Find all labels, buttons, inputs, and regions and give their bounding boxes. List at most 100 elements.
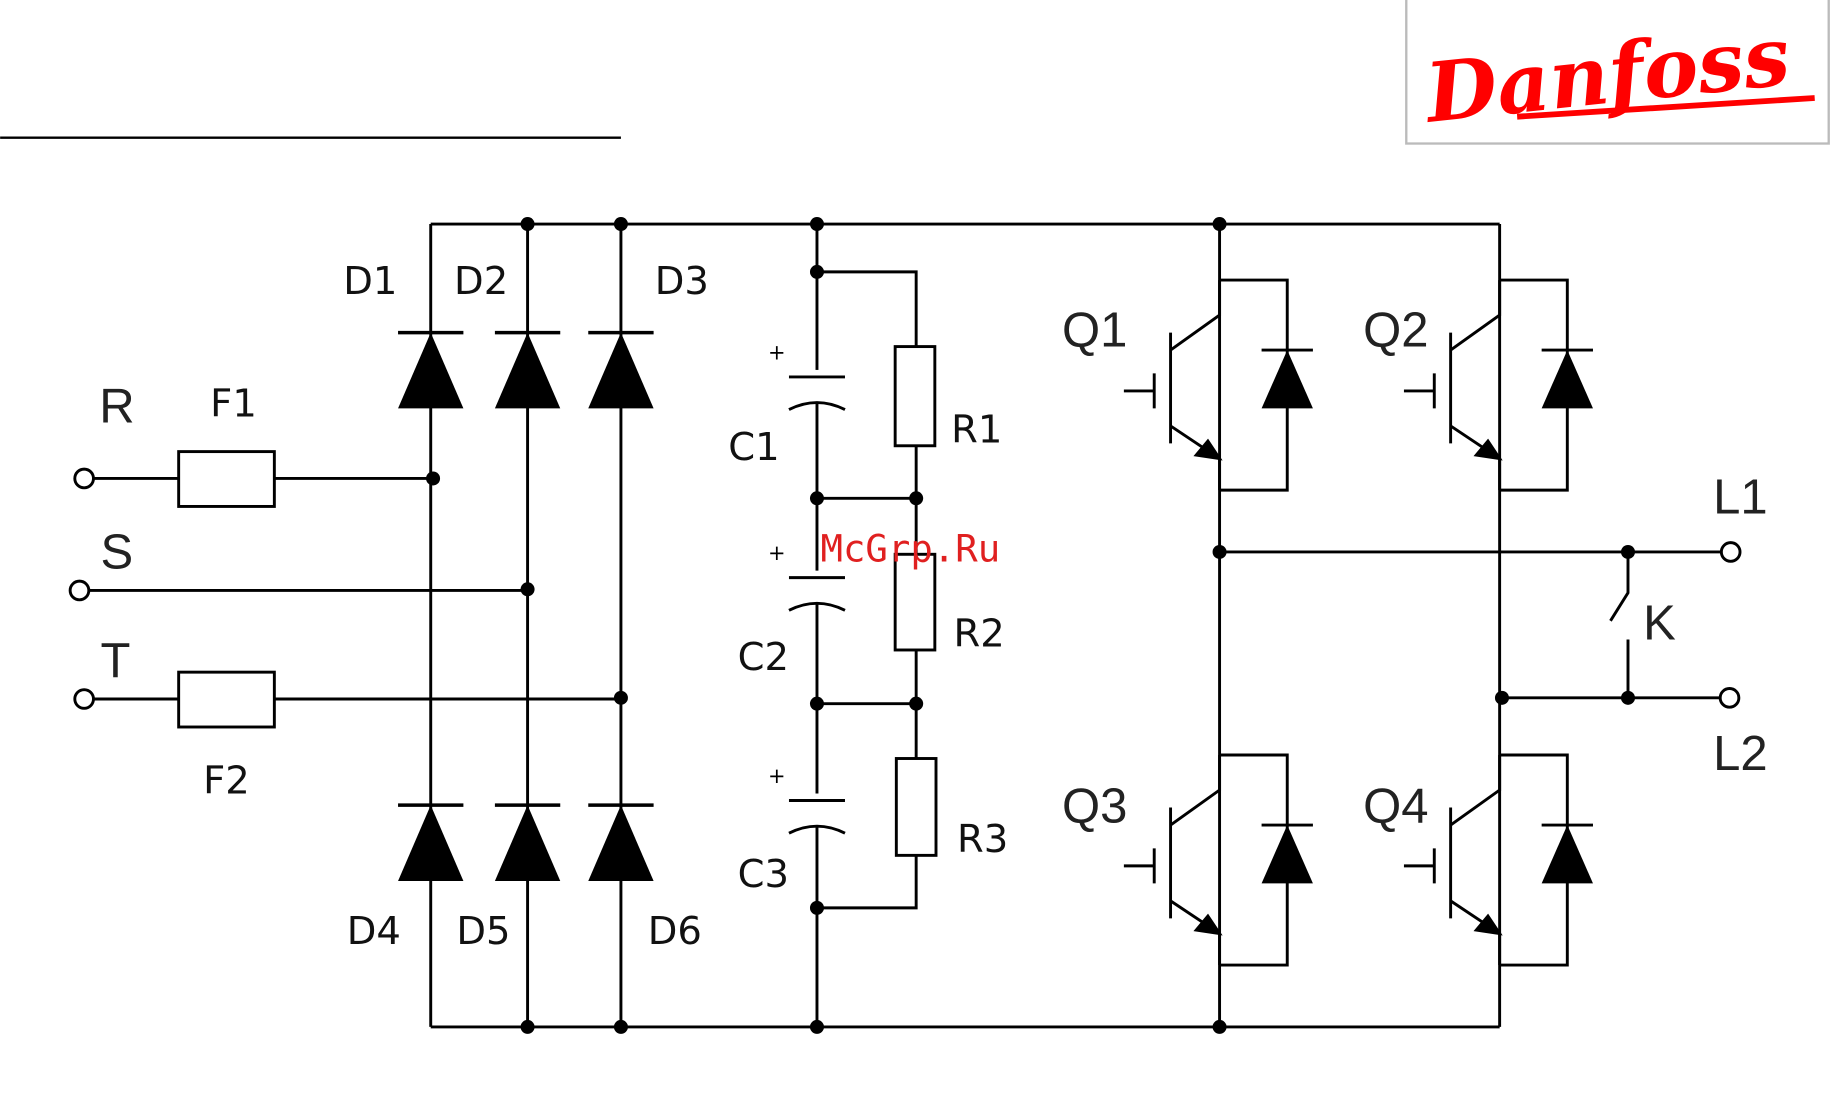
input-t-label: T [100,634,130,688]
transistor-q1-collector [1169,280,1222,352]
input-s-label: S [100,525,133,579]
junction-dot [909,491,924,506]
capacitor-c1-gap [781,369,852,403]
junction-dot [520,582,535,597]
diode-d6 [588,803,654,882]
switch-k-label: K [1643,596,1676,650]
diode-d5 [494,803,561,882]
junction-dot [426,471,441,486]
transistor-q1-label: Q1 [1062,304,1127,358]
diode-d2 [494,330,561,409]
junction-dot [809,264,824,279]
diode-d3-label: D3 [655,259,709,304]
transistor-q1-gate [1123,373,1156,409]
transistor-q4-diode [1541,823,1593,884]
junction-dot [809,491,824,506]
transistor-q2-diode [1541,348,1593,409]
junction-dot [613,690,628,705]
transistor-q2-collector [1449,280,1502,352]
transistor-q1-diode [1261,348,1313,409]
capacitor-c3-curved-plate [788,824,846,835]
transistor-q3-diode [1261,823,1313,884]
output-l2-terminal [1718,687,1741,709]
transistor-q1-emitter-arrow-icon [1193,438,1223,461]
output-l1-terminal [1719,541,1742,563]
transistor-q1-diode-triangle [1261,350,1313,409]
transistor-q3-gate [1123,848,1156,884]
diode-d6-triangle [588,805,654,882]
fuse-f2 [177,670,276,729]
output-l1-label: L1 [1713,470,1768,524]
resistor-r1 [893,345,937,448]
input-s-terminal [68,579,91,602]
junction-dot [520,1019,535,1034]
capacitor-c2-plus-icon: + [768,541,786,565]
transistor-q4-collector [1449,755,1502,827]
fuse-f2-label: F2 [203,759,250,804]
junction-dot [1494,690,1509,705]
transistor-q3-emitter-arrow-icon [1193,913,1223,936]
diode-d1-triangle [398,332,464,409]
capacitor-c1-plus-icon: + [768,340,786,364]
junction-dot [809,1019,824,1034]
junction-dot [613,217,628,232]
junction-dot [809,696,824,711]
transistor-q1 [1123,278,1313,492]
junction-dot [1620,690,1635,705]
capacitor-c3-label: C3 [738,852,789,897]
input-r-label: R [99,379,134,433]
diode-d6-label: D6 [648,909,702,954]
junction-dot [1212,1019,1227,1034]
junction-dot [1212,217,1227,232]
capacitor-c3: + [768,764,852,835]
watermark: McGrp.Ru [820,526,1000,570]
diode-d5-triangle [494,805,561,882]
switch-k [1609,551,1630,698]
junction-dot [809,217,824,232]
capacitor-c3-gap [781,793,852,827]
transistor-q4-gate [1403,848,1436,884]
diode-d2-label: D2 [454,259,508,304]
diode-d1-label: D1 [343,259,397,304]
diode-d1 [398,330,464,409]
transistor-q3-collector [1169,755,1222,827]
diode-d4-label: D4 [347,909,401,954]
capacitor-c1-label: C1 [728,425,779,470]
transistor-q2-diode-triangle [1541,350,1593,409]
diode-d5-label: D5 [456,909,510,954]
junction-dot [909,696,924,711]
junction-dot [809,900,824,915]
capacitor-c2-curved-plate [788,601,846,612]
transistor-q4 [1403,753,1593,967]
resistor-r3 [894,757,938,857]
junction-dot [613,1019,628,1034]
transistor-q2-emitter-arrow-icon [1473,438,1503,461]
resistor-r2-label: R2 [954,611,1005,656]
transistor-q3 [1123,753,1313,967]
input-r-terminal [73,467,95,490]
transistor-q2 [1403,278,1593,492]
junction-dot [1620,544,1635,559]
transistor-q4-label: Q4 [1363,780,1428,834]
diode-d2-triangle [494,332,561,409]
input-t-terminal [73,688,95,710]
capacitor-c2-label: C2 [738,635,789,680]
transistor-q3-label: Q3 [1062,780,1127,834]
transistor-q4-emitter-arrow-icon [1473,913,1503,936]
diode-d4-triangle [398,805,464,882]
capacitor-c1: + [768,340,852,411]
resistor-r1-label: R1 [951,407,1002,452]
junction-dot [1212,544,1227,559]
transistor-q2-gate [1403,373,1436,409]
danfoss-logo: Danfoss [1405,0,1830,145]
resistor-r3-label: R3 [957,817,1008,862]
capacitor-c2-gap [781,570,852,604]
junction-dot [520,217,535,232]
diode-d3 [588,330,654,409]
capacitor-c2: + [768,541,852,612]
capacitor-c1-curved-plate [788,401,846,411]
fuse-f1-label: F1 [210,382,257,427]
capacitor-c3-plus-icon: + [768,764,786,788]
balancing-links [816,496,917,706]
